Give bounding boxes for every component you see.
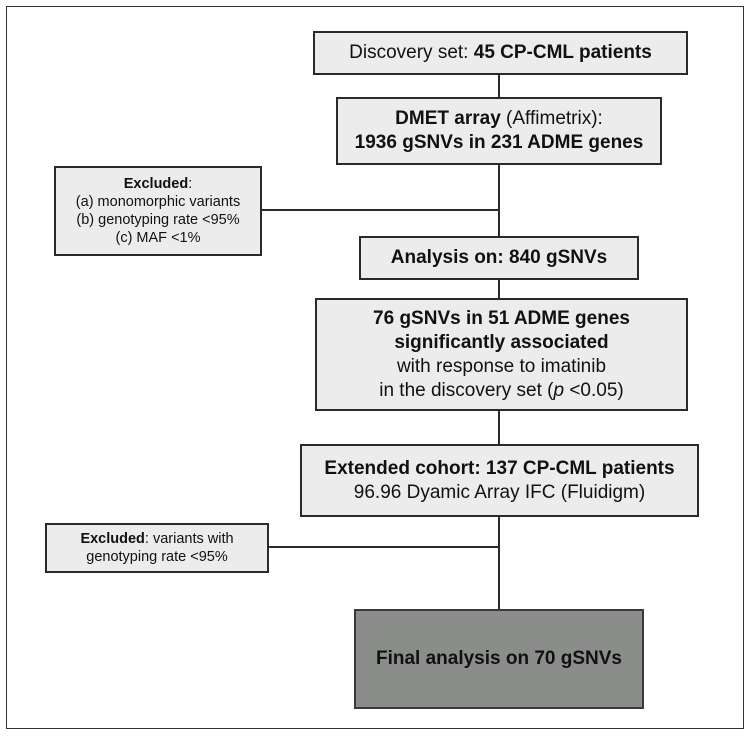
excluded-2-reason: : variants with <box>144 531 234 547</box>
extended-array: 96.96 Dyamic Array IFC (Fluidigm) <box>353 481 646 503</box>
final-analysis-box: Final analysis on 70 gSNVs <box>354 609 644 709</box>
associated-gsnv-count: 76 gSNVs in 51 ADME genes <box>373 307 630 329</box>
final-analysis-count: Final analysis on 70 gSNVs <box>375 648 623 669</box>
associated-set-label: in the discovery set ( <box>379 379 554 401</box>
discovery-set-label: Discovery set: <box>349 42 474 63</box>
extended-cohort-count: Extended cohort: 137 CP-CML patients <box>324 457 675 479</box>
associated-line1: 76 gSNVs in 51 ADME genes <box>373 307 630 331</box>
excluded-2-title: Excluded <box>80 531 145 547</box>
dmet-array-box: DMET array (Affimetrix): 1936 gSNVs in 2… <box>336 97 662 165</box>
dmet-array-line1: DMET array (Affimetrix): <box>395 107 603 131</box>
associated-gsnvs-box: 76 gSNVs in 51 ADME genes significantly … <box>315 298 688 411</box>
dmet-array-vendor: (Affimetrix): <box>500 108 603 129</box>
excluded-1-colon: : <box>188 176 193 192</box>
discovery-set-count: 45 CP-CML patients <box>473 42 652 63</box>
dmet-array-line2: 1936 gSNVs in 231 ADME genes <box>355 131 644 155</box>
diagram-frame <box>6 6 744 729</box>
analysis-count: Analysis on: 840 gSNVs <box>390 247 608 268</box>
associated-p-value: <0.05) <box>564 379 624 401</box>
excluded-1-item-a: (a) monomorphic variants <box>75 194 241 210</box>
excluded-box-1: Excluded: (a) monomorphic variants (b) g… <box>54 166 262 256</box>
associated-line2: significantly associated <box>394 331 608 355</box>
analysis-box: Analysis on: 840 gSNVs <box>359 236 639 280</box>
excluded-1-item-c: (c) MAF <1% <box>115 230 201 246</box>
analysis-text: Analysis on: 840 gSNVs <box>391 246 607 270</box>
excluded-2-line1: Excluded: variants with <box>80 530 233 548</box>
excluded-1-heading: Excluded: <box>124 175 193 193</box>
dmet-array-count: 1936 gSNVs in 231 ADME genes <box>354 132 644 153</box>
extended-cohort-box: Extended cohort: 137 CP-CML patients 96.… <box>300 444 699 517</box>
associated-response: with response to imatinib <box>396 355 607 377</box>
discovery-set-text: Discovery set: 45 CP-CML patients <box>349 41 652 65</box>
associated-significance: significantly associated <box>394 331 609 353</box>
final-analysis-text: Final analysis on 70 gSNVs <box>376 647 622 671</box>
excluded-box-2: Excluded: variants with genotyping rate … <box>45 523 269 573</box>
dmet-array-title: DMET array <box>395 108 501 129</box>
excluded-1-title: Excluded <box>123 176 189 192</box>
extended-line1: Extended cohort: 137 CP-CML patients <box>324 457 674 481</box>
excluded-2-rate: genotyping rate <95% <box>86 549 228 565</box>
discovery-set-box: Discovery set: 45 CP-CML patients <box>313 31 688 75</box>
associated-p-symbol: p <box>553 379 565 401</box>
associated-line4: in the discovery set (p <0.05) <box>379 379 624 403</box>
excluded-1-item-b: (b) genotyping rate <95% <box>76 212 240 228</box>
